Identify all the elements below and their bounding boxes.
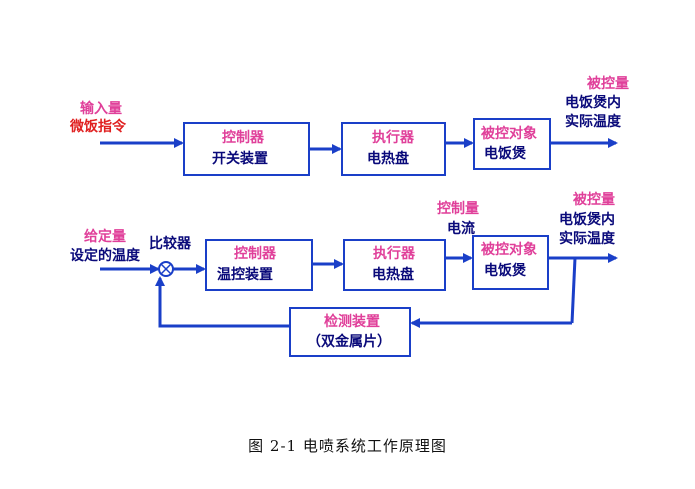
control-label: 控制量	[437, 201, 479, 217]
closed-setpoint-sub: 设定的温度	[70, 248, 140, 264]
closed-output-label: 被控量	[573, 192, 615, 208]
feedback-sensor-to-comparator	[155, 276, 290, 328]
open-input-label: 输入量	[80, 101, 122, 117]
open-output-sub-2: 实际温度	[565, 114, 621, 130]
comparator-cross-2	[160, 263, 172, 275]
closed-plant-title: 被控对象	[481, 242, 537, 258]
open-actuator-sub: 电热盘	[367, 151, 409, 167]
sensor-box	[289, 307, 411, 357]
closed-controller-title: 控制器	[234, 246, 276, 262]
closed-actuator-sub: 电热盘	[372, 267, 414, 283]
sensor-sub: （双金属片）	[307, 334, 391, 350]
sensor-title: 检测装置	[324, 314, 380, 330]
open-output-sub-1: 电饭煲内	[565, 95, 621, 111]
open-plant-sub: 电饭煲	[484, 146, 526, 162]
open-controller-sub: 开关装置	[212, 151, 268, 167]
closed-controller-box	[205, 239, 313, 291]
closed-output-sub-2: 实际温度	[559, 231, 615, 247]
closed-plant-sub: 电饭煲	[484, 263, 526, 279]
figure-caption: 图 2-1 电喷系统工作原理图	[248, 437, 447, 455]
open-input-sub: 微饭指令	[70, 119, 126, 135]
open-plant-title: 被控对象	[481, 126, 537, 142]
closed-plant-box	[472, 235, 549, 290]
closed-actuator-title: 执行器	[373, 246, 415, 262]
open-output-label: 被控量	[587, 76, 629, 92]
open-actuator-box	[341, 122, 446, 176]
open-controller-title: 控制器	[222, 130, 264, 146]
closed-controller-sub: 温控装置	[217, 267, 273, 283]
feedback-output-tap	[570, 257, 577, 324]
closed-actuator-box	[343, 239, 446, 291]
closed-setpoint-label: 给定量	[84, 229, 126, 245]
comparator-label: 比较器	[149, 236, 191, 252]
open-actuator-title: 执行器	[372, 130, 414, 146]
control-sub: 电流	[447, 221, 475, 237]
open-plant-box	[473, 118, 551, 170]
closed-output-sub-1: 电饭煲内	[559, 212, 615, 228]
